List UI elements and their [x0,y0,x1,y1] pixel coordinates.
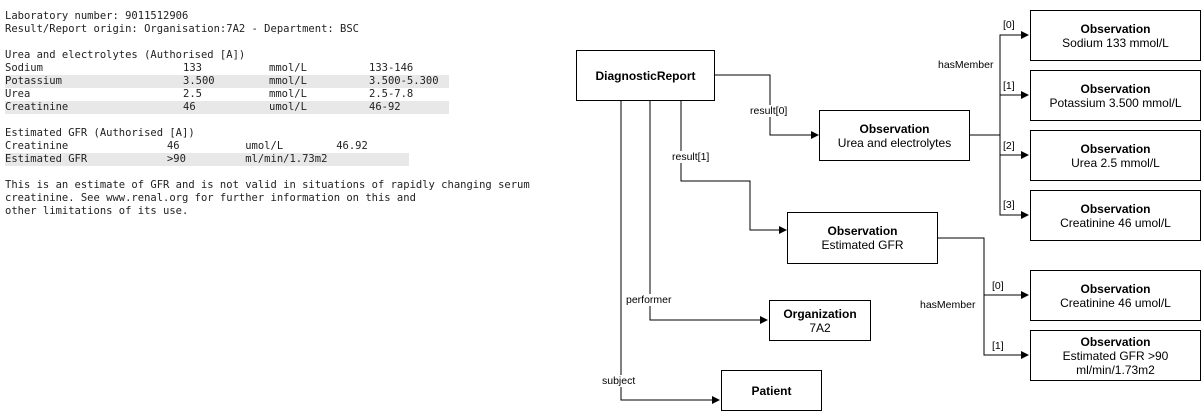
table-row: Creatinine 46 umol/L 46-92 [5,101,449,114]
test-unit: mmol/L [269,75,307,87]
node-subtitle: Estimated GFR [821,238,904,252]
edge-label-gfr-member-0: [0] [992,280,1004,292]
node-subtitle: Creatinine 46 umol/L [1060,295,1171,310]
diagnostic-report-node: DiagnosticReport [576,50,715,101]
table-row: Urea 2.5 mmol/L 2.5-7.8 [5,88,449,101]
node-title: Patient [751,383,792,398]
edge-label-hasmember-bottom: hasMember [920,299,976,311]
edge-label-member-0: [0] [1003,19,1015,31]
node-subtitle: ml/min/1.73m2 [1076,362,1155,377]
test-unit: umol/L [269,101,307,113]
edge-label-performer: performer [626,294,672,306]
test-name: Creatinine [5,101,69,113]
edge-label-subject: subject [602,375,636,387]
test-name: Estimated GFR [5,153,88,165]
table-row: Creatinine 46 umol/L 46.92 [5,140,409,153]
observation-creatinine-node: Observation Creatinine 46 umol/L [1030,190,1201,241]
lab-number: Laboratory number: 9011512906 [5,10,189,22]
edge-member-1 [999,91,1029,135]
node-subtitle: Creatinine 46 umol/L [1060,215,1171,230]
test-name: Sodium [5,62,43,74]
test-name: Creatinine [5,140,69,152]
lab-report: Laboratory number: 9011512906 Result/Rep… [5,10,565,218]
patient-node: Patient [721,370,822,411]
edge-label-member-2: [2] [1003,140,1015,152]
test-unit: ml/min/1.73m2 [245,153,328,165]
test-range: 2.5-7.8 [369,88,414,100]
node-title: Observation [1080,141,1151,156]
node-title: Observation [1080,21,1151,36]
table-row: Potassium 3.500 mmol/L 3.500-5.300 [5,75,449,88]
observation-gfr-value-node: Observation Estimated GFR >90 ml/min/1.7… [1030,330,1201,381]
test-unit: mmol/L [269,88,307,100]
node-subtitle: Potassium 3.500 mmol/L [1049,95,1182,110]
observation-egfr-node: Observation Estimated GFR [787,212,938,264]
edge-label-hasmember-top: hasMember [938,59,994,71]
node-subtitle: Urea and electrolytes [837,135,952,150]
edge-label-gfr-member-1: [1] [992,340,1004,352]
edge-label-member-1: [1] [1003,80,1015,92]
test-unit: mmol/L [269,62,307,74]
table-row: Estimated GFR >90 ml/min/1.73m2 [5,153,409,166]
edge-member-0 [970,31,1029,136]
edge-gfr-member-0 [938,237,1029,299]
note-line: creatinine. See www.renal.org for furthe… [5,192,416,204]
urea-electrolytes-table: Sodium 133 mmol/L 133-146 Potassium 3.50… [5,62,565,114]
observation-ue-node: Observation Urea and electrolytes [819,110,970,161]
node-subtitle: Urea 2.5 mmol/L [1071,155,1160,170]
note-line: other limitations of its use. [5,205,189,217]
table-row: Sodium 133 mmol/L 133-146 [5,62,449,75]
edge-performer [649,101,768,324]
node-title: Observation [1080,334,1151,349]
node-subtitle: Sodium 133 mmol/L [1062,35,1169,50]
edge-label-member-3: [3] [1003,199,1015,211]
node-title: Observation [1080,81,1151,96]
organization-node: Organization 7A2 [769,300,871,341]
observation-potassium-node: Observation Potassium 3.500 mmol/L [1030,70,1201,121]
node-title: Observation [859,121,930,136]
report-origin: Result/Report origin: Organisation:7A2 -… [5,23,360,35]
node-title: Observation [827,224,898,238]
panel2-title: Estimated GFR (Authorised [A]) [5,127,195,139]
observation-urea-node: Observation Urea 2.5 mmol/L [1030,130,1201,181]
test-value: 2.5 [183,88,202,100]
node-title: Organization [783,306,857,321]
node-title: DiagnosticReport [595,68,696,83]
node-title: Observation [1080,281,1151,296]
edge-gfr-member-1 [983,295,1029,359]
edge-member-3 [999,135,1029,219]
gfr-note: This is an estimate of GFR and is not va… [5,179,565,218]
test-unit: umol/L [245,140,284,152]
test-range: 46.92 [336,140,368,152]
test-name: Potassium [5,75,62,87]
egfr-table: Creatinine 46 umol/L 46.92 Estimated GFR… [5,140,565,166]
test-range: 3.500-5.300 [369,75,439,87]
test-value: 133 [183,62,202,74]
observation-sodium-node: Observation Sodium 133 mmol/L [1030,10,1201,61]
edge-subject [620,101,720,404]
test-range: 46-92 [369,101,401,113]
note-line: This is an estimate of GFR and is not va… [5,179,530,191]
observation-creatinine-gfr-node: Observation Creatinine 46 umol/L [1030,270,1201,321]
test-value: >90 [166,153,186,165]
test-name: Urea [5,88,31,100]
test-range: 133-146 [369,62,414,74]
edge-label-result1: result[1] [672,151,710,163]
node-subtitle: 7A2 [809,320,831,335]
test-value: 3.500 [183,75,215,87]
node-title: Observation [1080,201,1151,216]
node-subtitle: Estimated GFR >90 [1062,348,1169,363]
test-value: 46 [166,140,180,152]
edge-label-result0: result[0] [750,105,788,117]
panel1-title: Urea and electrolytes (Authorised [A]) [5,49,246,61]
test-value: 46 [183,101,196,113]
